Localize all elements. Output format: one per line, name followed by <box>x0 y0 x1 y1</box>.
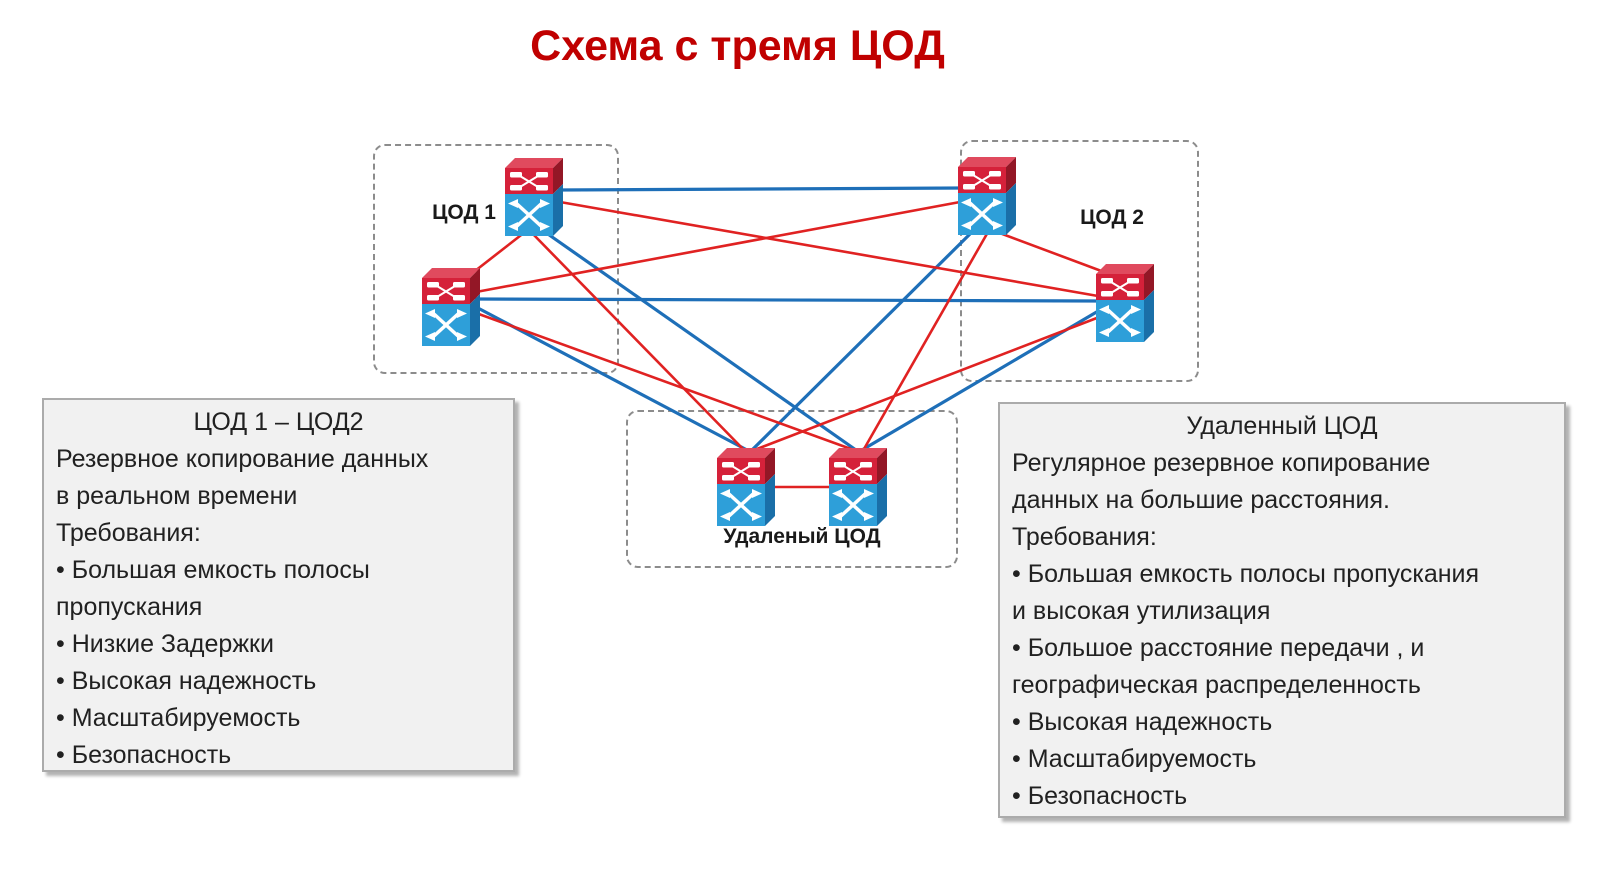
remote-dc-label: Удаленый ЦОД <box>723 525 881 548</box>
link-dc1top-dc2bot <box>559 200 1099 298</box>
panel-line: • Большое расстояние передачи , и <box>1012 634 1425 662</box>
panel-line: Регулярное резервное копирование <box>1012 449 1431 477</box>
panel-line: • Большая емкость полосы пропускания <box>1012 560 1480 588</box>
panel-line: данных на большие расстояния. <box>1012 486 1391 514</box>
link-dc2top-remoteright <box>862 231 990 450</box>
link-dc1top-dc2top <box>557 186 965 192</box>
slide-title: Схема с тремя ЦОД <box>530 22 945 70</box>
switch-icon-dc1-switch-bottom <box>420 266 482 348</box>
panel-body: Регулярное резервное копирование данных н… <box>1012 445 1552 815</box>
dc2-group-box <box>960 140 1199 382</box>
panel-line: Требования: <box>56 519 201 547</box>
switch-icon-dc2-switch-bottom <box>1094 262 1156 344</box>
panel-line: • Масштабируемость <box>56 704 301 732</box>
panel-line: географическая распределенность <box>1012 671 1421 699</box>
panel-line: в реальном времени <box>56 482 298 510</box>
link-dc1bot-dc2bot <box>474 297 1101 303</box>
link-dc2top-dc2bot <box>996 230 1105 274</box>
panel-line: • Высокая надежность <box>56 667 317 695</box>
dc2-label: ЦОД 2 <box>1080 206 1144 229</box>
panel-line: и высокая утилизация <box>1012 597 1271 625</box>
panel-line: • Безопасность <box>1012 782 1188 810</box>
panel-line: • Большая емкость полосы <box>56 556 370 584</box>
switch-icon-remote-switch-right <box>827 446 889 528</box>
switch-icon-dc2-switch-top <box>956 155 1018 237</box>
link-dc1bot-remoteright <box>475 311 852 451</box>
remote-dc-info-panel: Удаленный ЦОД Регулярное резервное копир… <box>998 402 1566 818</box>
panel-line: • Безопасность <box>56 741 232 769</box>
panel-title: ЦОД 1 – ЦОД2 <box>193 408 364 436</box>
panel-line: Резервное копирование данных <box>56 445 429 473</box>
dc1-label: ЦОД 1 <box>432 201 496 224</box>
panel-line: • Масштабируемость <box>1012 745 1257 773</box>
link-dc2top-remoteleft <box>750 230 974 452</box>
dc1-dc2-info-panel: ЦОД 1 – ЦОД2 Резервное копирование данны… <box>42 398 515 772</box>
link-dc1bot-dc2top <box>475 200 961 294</box>
dc1-group-box <box>373 144 619 374</box>
link-dc1bot-remoteleft <box>475 305 748 452</box>
panel-body: Резервное копирование данных в реальном в… <box>56 441 501 774</box>
panel-line: • Низкие Задержки <box>56 630 274 658</box>
switch-icon-remote-switch-left <box>715 446 777 528</box>
link-dc1top-remoteleft <box>530 231 744 450</box>
panel-title: Удаленный ЦОД <box>1186 412 1378 440</box>
panel-line: Требования: <box>1012 523 1157 551</box>
link-dc1top-remoteright <box>544 230 857 452</box>
panel-line: • Высокая надежность <box>1012 708 1273 736</box>
link-dc2bot-remoteleft <box>756 314 1103 451</box>
panel-line: пропускания <box>56 593 203 621</box>
